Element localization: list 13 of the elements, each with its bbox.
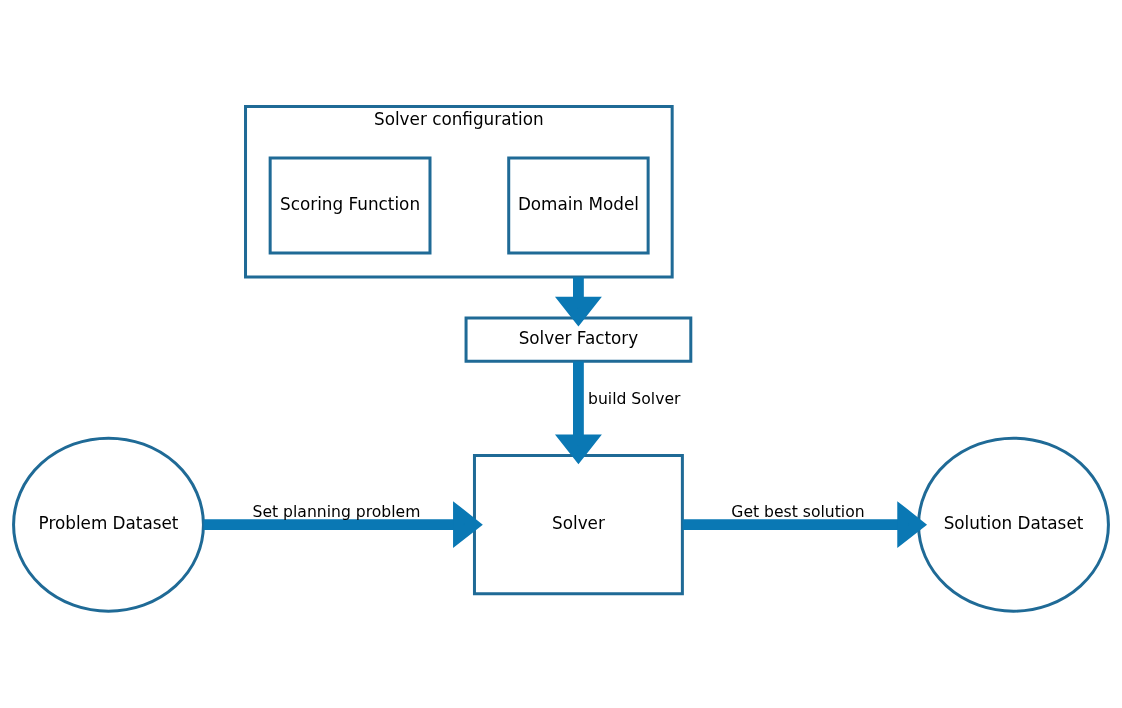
node-circle: Problem Dataset (12, 436, 205, 613)
arrow (203, 501, 483, 549)
node-box: Solver Factory (464, 316, 693, 363)
arrow (682, 501, 928, 549)
edge-label: Set planning problem (252, 502, 421, 521)
node-box: Scoring Function (268, 156, 432, 255)
edge-label: Get best solution (731, 502, 865, 521)
edge-label: build Solver (588, 389, 681, 408)
arrow (554, 361, 602, 465)
arrow (554, 277, 602, 327)
node-box: Domain Model (507, 156, 650, 255)
node-circle: Solution Dataset (917, 436, 1110, 613)
node-box: Solver (472, 454, 684, 596)
